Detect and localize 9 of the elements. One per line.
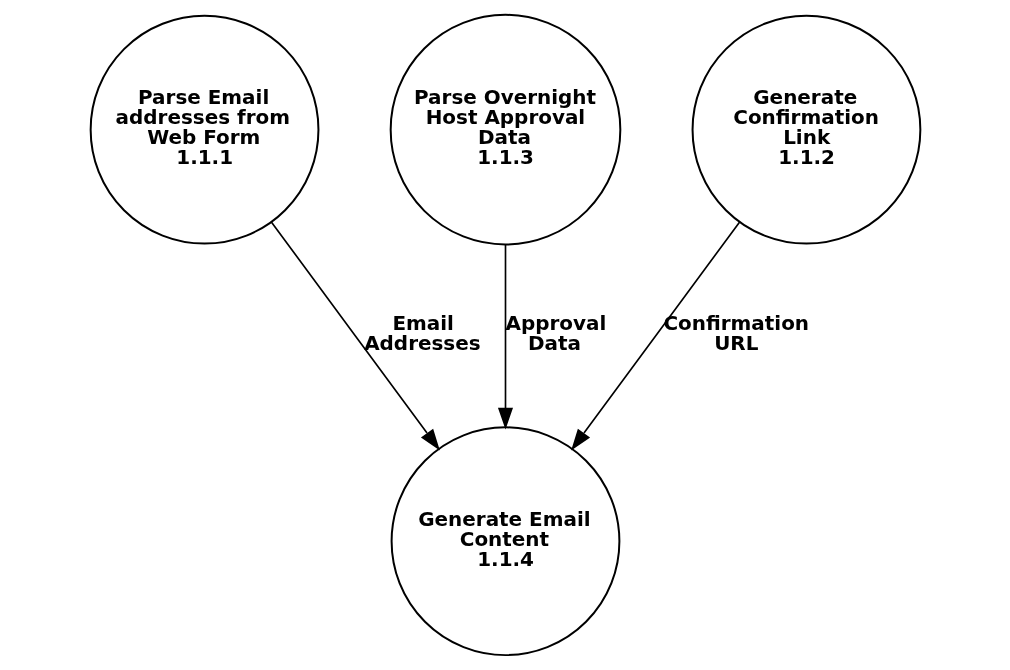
node-circle: Generate Confirmation Link 1.1.2	[691, 14, 921, 245]
edge-label: Email Addresses	[363, 311, 481, 356]
arrow	[570, 221, 740, 451]
edge-label: Approval Data	[505, 311, 606, 356]
arrow	[270, 221, 440, 451]
edge-label: Confirmation URL	[662, 311, 809, 356]
arrow	[497, 243, 513, 430]
node-circle: Parse Email addresses from Web Form 1.1.1	[89, 14, 319, 245]
node-circle: Parse Overnight Host Approval Data 1.1.3	[389, 13, 621, 246]
